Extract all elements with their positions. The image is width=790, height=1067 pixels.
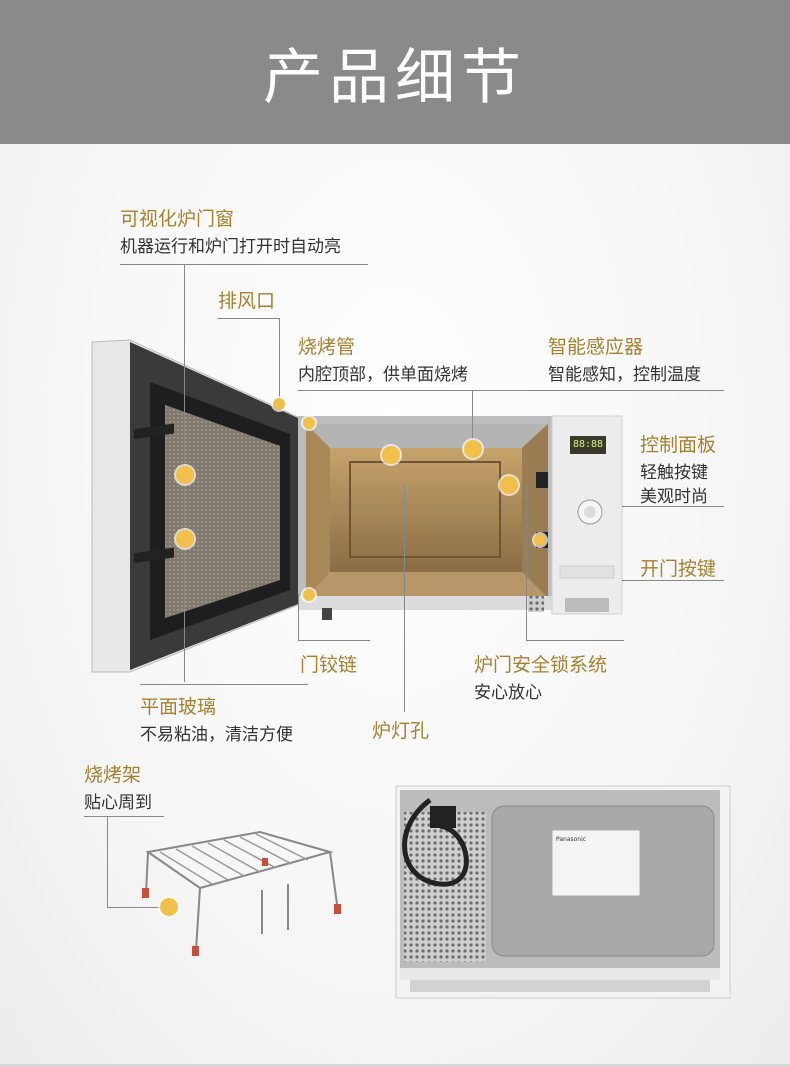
hinge-connector <box>298 594 299 640</box>
window-desc: 机器运行和炉门打开时自动亮 <box>120 237 341 257</box>
sensor-connector <box>472 390 473 448</box>
control-panel <box>551 415 623 615</box>
panel-underline <box>622 506 724 507</box>
lamp-title: 炉灯孔 <box>372 720 430 742</box>
rack-connector <box>107 816 108 908</box>
hinge-title: 门铰链 <box>300 654 358 676</box>
window-underline <box>120 264 368 265</box>
glass-dot <box>176 530 194 548</box>
back-label-brand: Panasonic <box>556 836 587 843</box>
header-banner: 产品细节 <box>0 0 790 144</box>
panel-desc-2: 美观时尚 <box>640 487 708 507</box>
lamp-dot <box>500 476 518 494</box>
lamp-connector <box>404 484 405 712</box>
page-title: 产品细节 <box>263 42 527 113</box>
lock-dot <box>534 534 546 546</box>
sensor-dot <box>464 440 482 458</box>
window-title: 可视化炉门窗 <box>120 208 235 230</box>
lock-desc: 安心放心 <box>474 683 542 703</box>
rack-connector-h <box>107 907 167 908</box>
door-top-dot <box>303 417 315 429</box>
heater-desc: 内腔顶部，供单面烧烤 <box>298 365 468 385</box>
heater-title: 烧烤管 <box>298 336 356 358</box>
panel-title: 控制面板 <box>640 434 717 456</box>
button-title: 开门按键 <box>640 558 717 580</box>
heater-underline <box>298 390 494 391</box>
sensor-underline <box>472 390 724 391</box>
rack-title: 烧烤架 <box>84 764 142 786</box>
hinge-dot <box>303 589 315 601</box>
panel-desc-1: 轻触按键 <box>640 463 708 483</box>
sensor-title: 智能感应器 <box>548 336 644 358</box>
display-readout: 88:88 <box>572 439 604 450</box>
microwave-door <box>91 339 301 673</box>
microwave-body <box>298 416 556 620</box>
vent-underline <box>218 318 280 319</box>
glass-underline <box>140 684 308 685</box>
vent-title: 排风口 <box>218 290 276 312</box>
vent-connector <box>279 318 280 402</box>
rack-desc: 贴心周到 <box>84 793 152 813</box>
glass-desc: 不易粘油，清洁方便 <box>140 725 293 745</box>
lock-connector <box>526 484 527 640</box>
button-underline <box>622 580 724 581</box>
lock-underline <box>526 640 624 641</box>
rack-dot <box>160 898 178 916</box>
heater-dot <box>382 446 400 464</box>
bottom-divider <box>0 1064 790 1067</box>
lock-title: 炉门安全锁系统 <box>474 654 608 676</box>
window-dot <box>176 466 194 484</box>
sensor-desc: 智能感知，控制温度 <box>548 365 701 385</box>
hinge-underline <box>298 640 370 641</box>
glass-title: 平面玻璃 <box>140 696 217 718</box>
vent-dot <box>273 398 285 410</box>
rack-underline <box>84 816 164 817</box>
